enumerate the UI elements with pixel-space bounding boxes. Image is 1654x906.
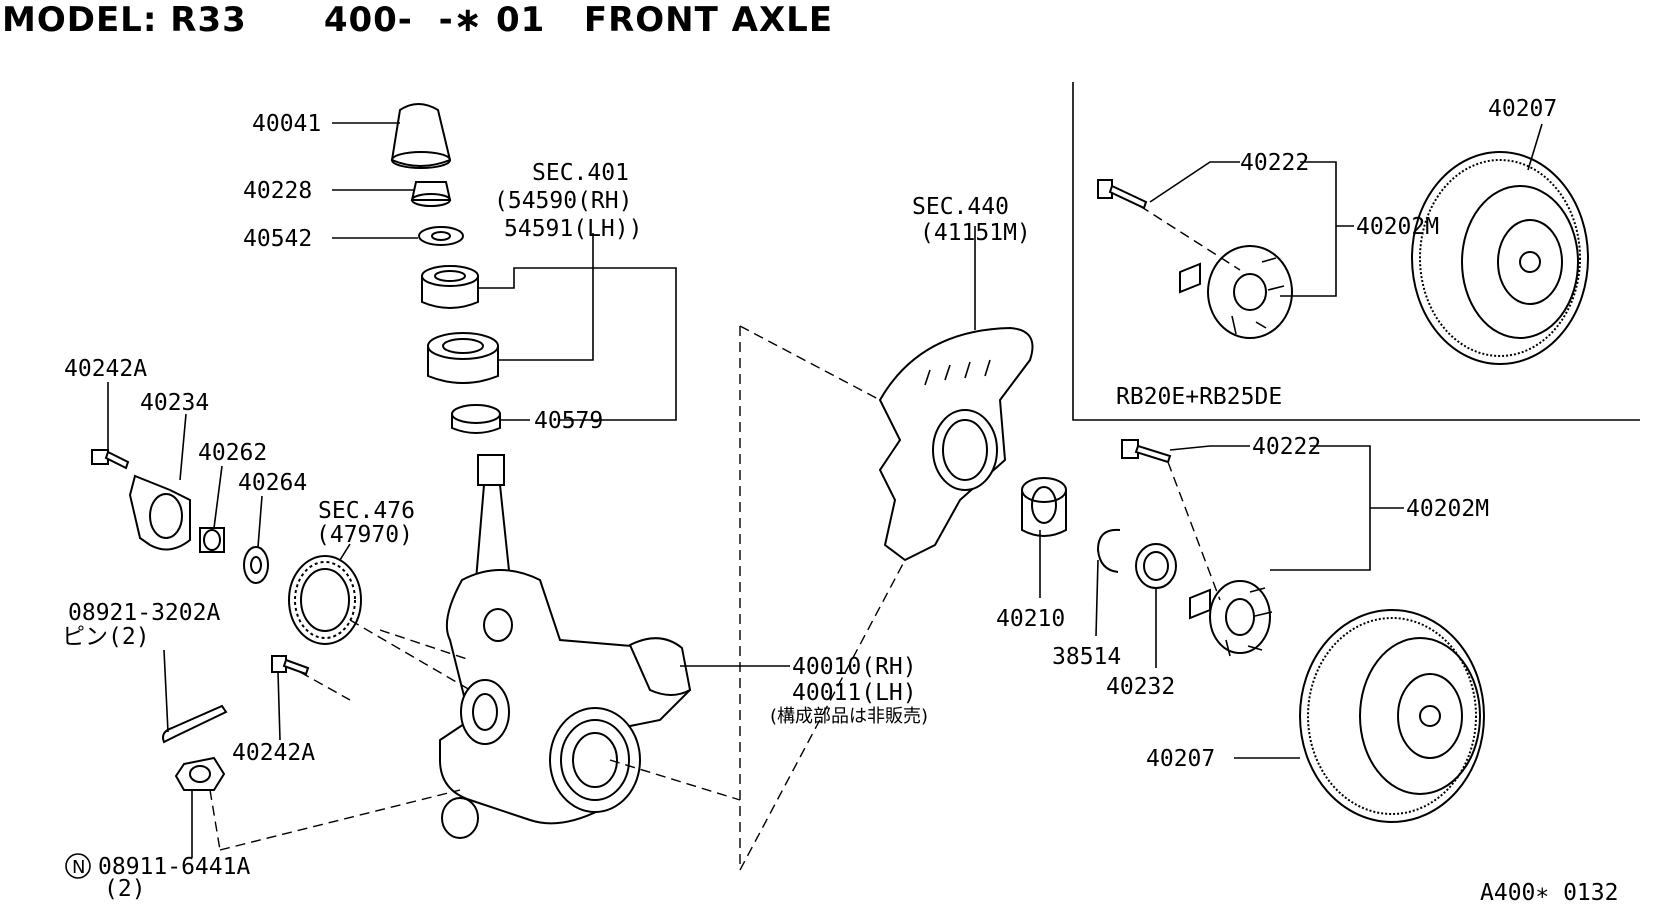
- part-40202m-hub-top[interactable]: [1179, 245, 1293, 339]
- label-40264: 40264: [238, 470, 307, 496]
- part-inner-bearing[interactable]: [427, 332, 499, 384]
- part-41151m-shield[interactable]: [878, 326, 1034, 562]
- label-08911: 08911-6441A: [98, 854, 250, 880]
- section-code: 400- -∗ 01: [323, 0, 546, 40]
- part-knuckle-40010[interactable]: [439, 454, 692, 839]
- label-40542: 40542: [243, 226, 312, 252]
- section-name: FRONT AXLE: [583, 0, 834, 40]
- part-08911-nut[interactable]: [174, 756, 226, 791]
- new-part-mark-letter: N: [72, 857, 85, 878]
- label-40222-mid: 40222: [1252, 434, 1321, 460]
- label-pin-qty: ピン(2): [62, 624, 150, 650]
- label-sec476: SEC.476: [318, 498, 415, 524]
- assembly-dash-lines: [209, 205, 1241, 871]
- label-08921: 08921-3202A: [68, 600, 220, 626]
- label-sec401: SEC.401: [532, 160, 629, 186]
- part-40242a-bolt-top[interactable]: [91, 449, 130, 470]
- label-40210: 40210: [996, 606, 1065, 632]
- part-40041-cap[interactable]: [390, 103, 452, 169]
- label-47970: (47970): [316, 522, 413, 548]
- diagram-title: MODEL: R33 400- -∗ 01 FRONT AXLE: [2, 0, 833, 40]
- label-40262: 40262: [198, 440, 267, 466]
- part-40264-washer[interactable]: [243, 546, 269, 584]
- new-part-mark: [65, 853, 91, 879]
- label-40242a-top: 40242A: [64, 356, 147, 382]
- part-40228-nut[interactable]: [410, 181, 452, 207]
- part-40579-seal[interactable]: [451, 404, 501, 434]
- part-47970-race[interactable]: [288, 555, 362, 645]
- label-54591: 54591(LH)): [504, 216, 642, 242]
- label-not-sold-note: (構成部品は非販売): [770, 706, 928, 727]
- label-engine-variant: RB20E+RB25DE: [1116, 384, 1282, 410]
- part-40232-seal[interactable]: [1135, 543, 1177, 589]
- part-40210-bearing[interactable]: [1021, 477, 1067, 537]
- label-40228: 40228: [243, 178, 312, 204]
- part-40207-rotor-bottom[interactable]: [1299, 609, 1485, 823]
- label-54590: (54590(RH): [494, 188, 632, 214]
- label-40202m-mid: 40202M: [1406, 496, 1489, 522]
- label-41151m: (41151M): [920, 220, 1031, 246]
- label-40010: 40010(RH): [792, 654, 917, 680]
- part-40242a-bolt-bot[interactable]: [271, 655, 310, 676]
- label-40202m-top: 40202M: [1356, 214, 1439, 240]
- label-40242a-bot: 40242A: [232, 740, 315, 766]
- label-40041: 40041: [252, 111, 321, 137]
- label-40222-top: 40222: [1240, 150, 1309, 176]
- label-40207-top: 40207: [1488, 96, 1557, 122]
- part-40542-washer[interactable]: [418, 226, 464, 246]
- label-40232: 40232: [1106, 674, 1175, 700]
- label-sec440: SEC.440: [912, 194, 1009, 220]
- label-40234: 40234: [140, 390, 209, 416]
- label-nut-qty: (2): [104, 876, 146, 902]
- inset-frame: [1072, 82, 1640, 421]
- model-label: MODEL: R33: [2, 0, 247, 40]
- part-40222-hub-bolt-mid[interactable]: [1121, 439, 1172, 464]
- part-38514-snap-ring[interactable]: [1096, 528, 1121, 573]
- part-40202m-hub-mid[interactable]: [1189, 580, 1273, 657]
- part-40262-spacer[interactable]: [199, 527, 225, 553]
- part-40234-flange[interactable]: [128, 474, 191, 551]
- part-outer-bearing[interactable]: [421, 265, 479, 309]
- diagram-id: A400∗ 0132: [1480, 880, 1618, 906]
- part-40207-rotor-top[interactable]: [1411, 151, 1589, 365]
- part-40222-hub-bolt-top[interactable]: [1097, 179, 1148, 210]
- part-08921-pin[interactable]: [162, 704, 228, 744]
- label-38514: 38514: [1052, 644, 1121, 670]
- label-40207-bot: 40207: [1146, 746, 1215, 772]
- label-40579: 40579: [534, 408, 603, 434]
- leader-lines: [107, 122, 1543, 858]
- label-40011: 40011(LH): [792, 680, 917, 706]
